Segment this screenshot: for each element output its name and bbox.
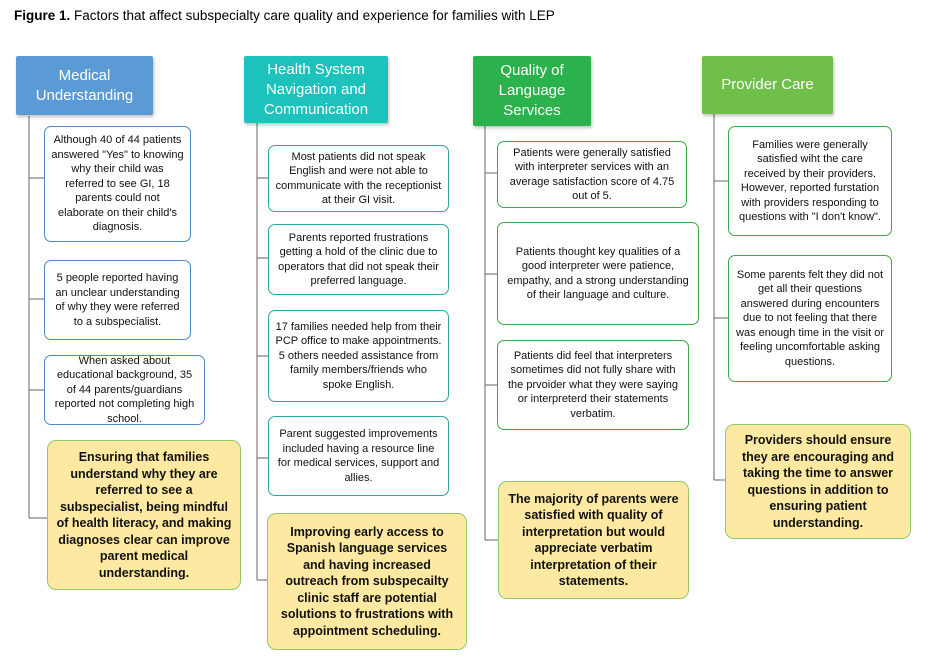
summary-box: Ensuring that families understand why th…	[47, 440, 241, 590]
finding-box: 5 people reported having an unclear unde…	[44, 260, 191, 340]
finding-box: Families were generally satisfied wiht t…	[728, 126, 892, 236]
finding-box: Parent suggested improvements included h…	[268, 416, 449, 496]
summary-box: Improving early access to Spanish langua…	[267, 513, 467, 650]
finding-box: Some parents felt they did not get all t…	[728, 255, 892, 382]
header-quality-of-language-services: Quality of Language Services	[473, 56, 591, 126]
finding-box: Most patients did not speak English and …	[268, 145, 449, 212]
header-provider-care: Provider Care	[702, 56, 833, 114]
figure-title: Figure 1. Factors that affect subspecial…	[14, 8, 555, 23]
finding-box: Patients did feel that interpreters some…	[497, 340, 689, 430]
finding-box: Parents reported frustrations getting a …	[268, 224, 449, 295]
summary-box: Providers should ensure they are encoura…	[725, 424, 911, 539]
finding-box: Although 40 of 44 patients answered "Yes…	[44, 126, 191, 242]
header-medical-understanding: Medical Understanding	[16, 56, 153, 115]
summary-box: The majority of parents were satisfied w…	[498, 481, 689, 599]
finding-box: Patients thought key qualities of a good…	[497, 222, 699, 325]
header-health-system-navigation: Health System Navigation and Communicati…	[244, 56, 388, 123]
finding-box: 17 families needed help from their PCP o…	[268, 310, 449, 402]
finding-box: Patients were generally satisfied with i…	[497, 141, 687, 208]
finding-box: When asked about educational background,…	[44, 355, 205, 425]
